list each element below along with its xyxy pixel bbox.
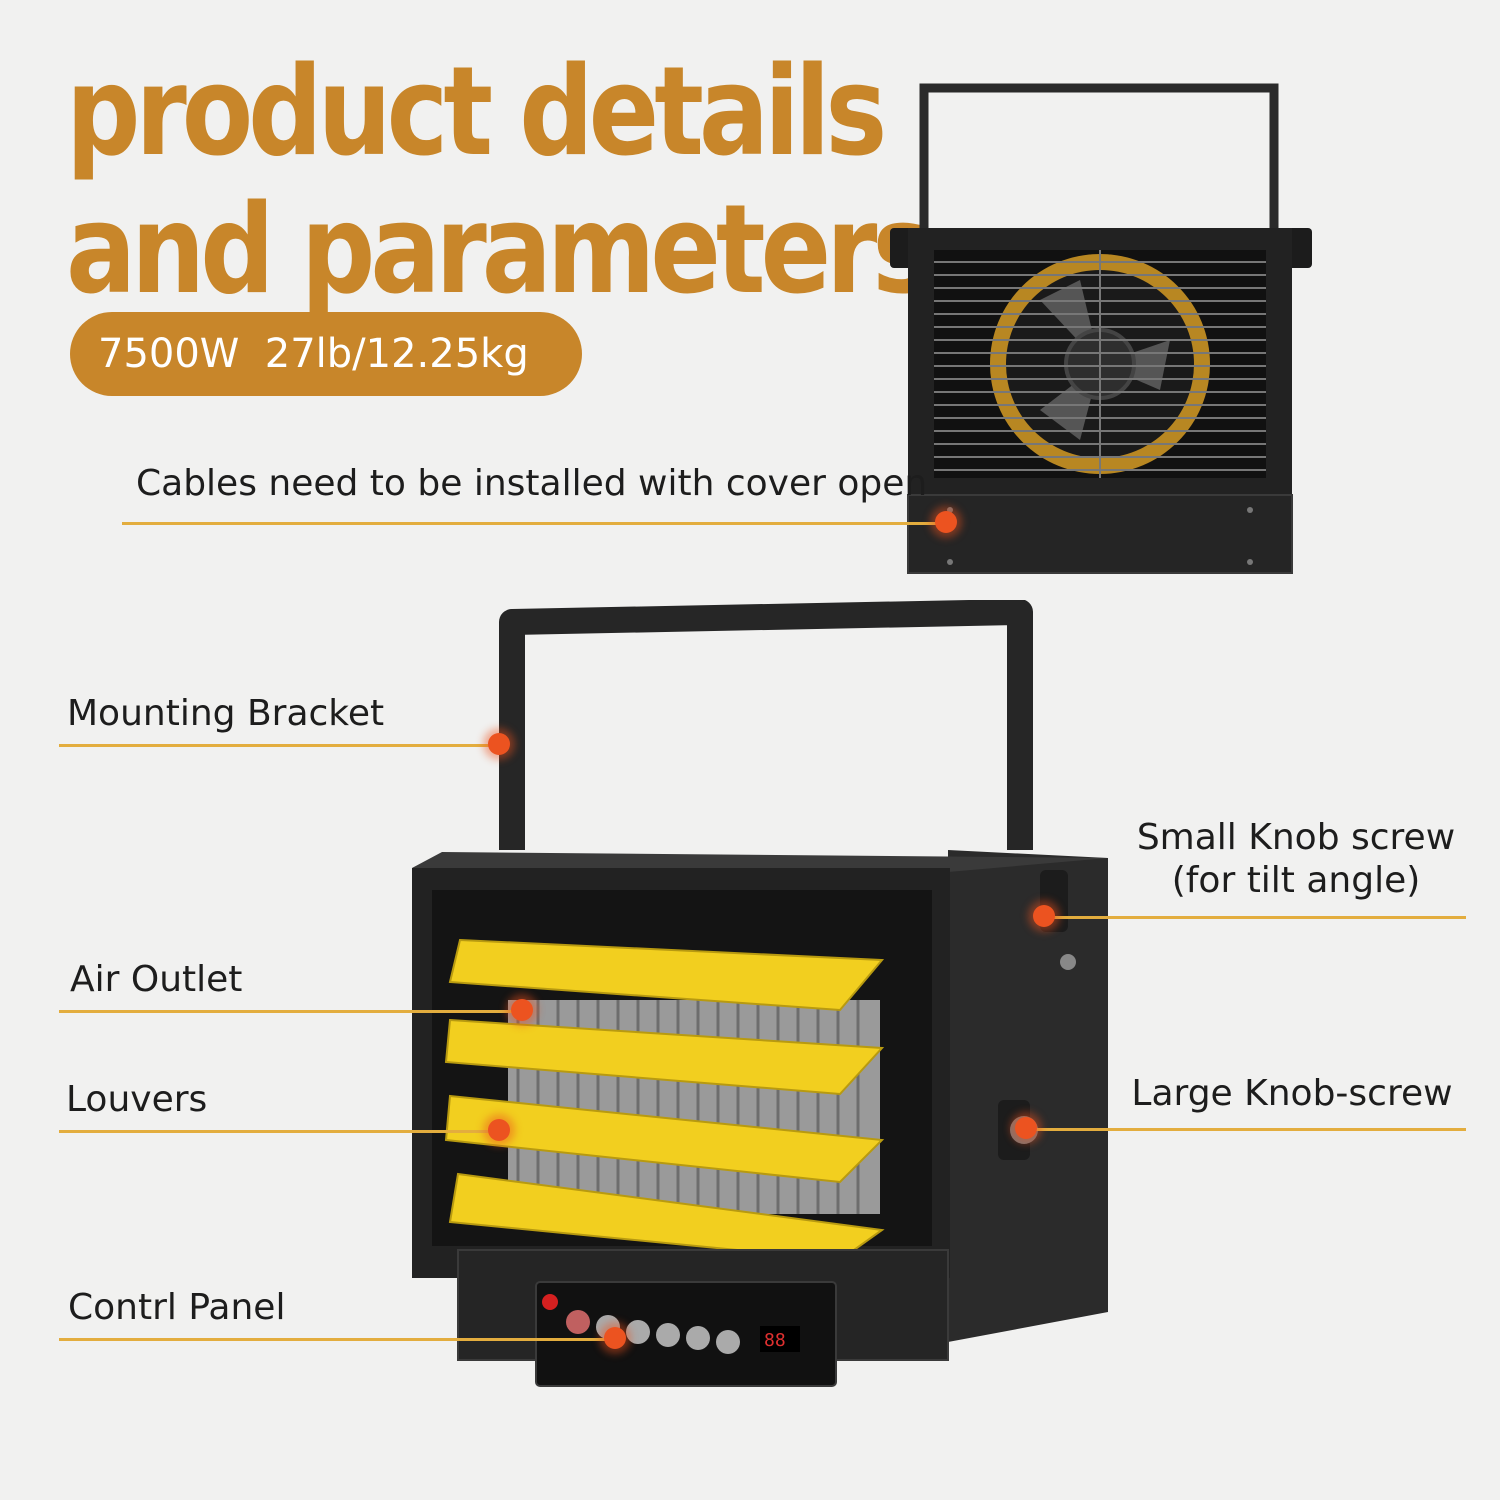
specs-badge: 7500W 27lb/12.25kg (70, 312, 582, 396)
page-title-line2: and parameters (66, 177, 934, 322)
small-knob-leader-line (1044, 916, 1466, 919)
air-outlet-marker-dot (511, 999, 533, 1021)
cables-marker-dot (935, 511, 957, 533)
control-panel-leader-line (59, 1338, 615, 1341)
large-knob-label: Large Knob-screw (1131, 1073, 1453, 1114)
large-knob-marker-dot (1015, 1117, 1037, 1139)
page-title-line1: product details (66, 39, 887, 184)
cables-callout-label: Cables need to be installed with cover o… (136, 463, 928, 504)
louvers-marker-dot (488, 1119, 510, 1141)
display-readout: 88 (764, 1330, 786, 1351)
cables-leader-line (122, 522, 944, 525)
small-knob-marker-dot (1033, 905, 1055, 927)
louvers-label: Louvers (66, 1079, 208, 1120)
control-panel-marker-dot (604, 1327, 626, 1349)
small-knob-label: Small Knob screw (for tilt angle) (1136, 816, 1456, 902)
air-outlet-label: Air Outlet (70, 959, 243, 1000)
heater-front-view-image: 88 (412, 600, 1108, 1387)
mounting-bracket-leader-line (59, 744, 499, 747)
louvers-leader-line (59, 1130, 499, 1133)
large-knob-leader-line (1026, 1128, 1466, 1131)
small-knob-label-line2: (for tilt angle) (1171, 860, 1421, 902)
mounting-bracket-marker-dot (488, 733, 510, 755)
heater-rear-view-image (890, 83, 1312, 574)
small-knob-label-line1: Small Knob screw (1136, 817, 1456, 858)
mounting-bracket-label: Mounting Bracket (67, 693, 385, 734)
air-outlet-leader-line (59, 1010, 522, 1013)
control-panel-label: Contrl Panel (68, 1287, 286, 1328)
